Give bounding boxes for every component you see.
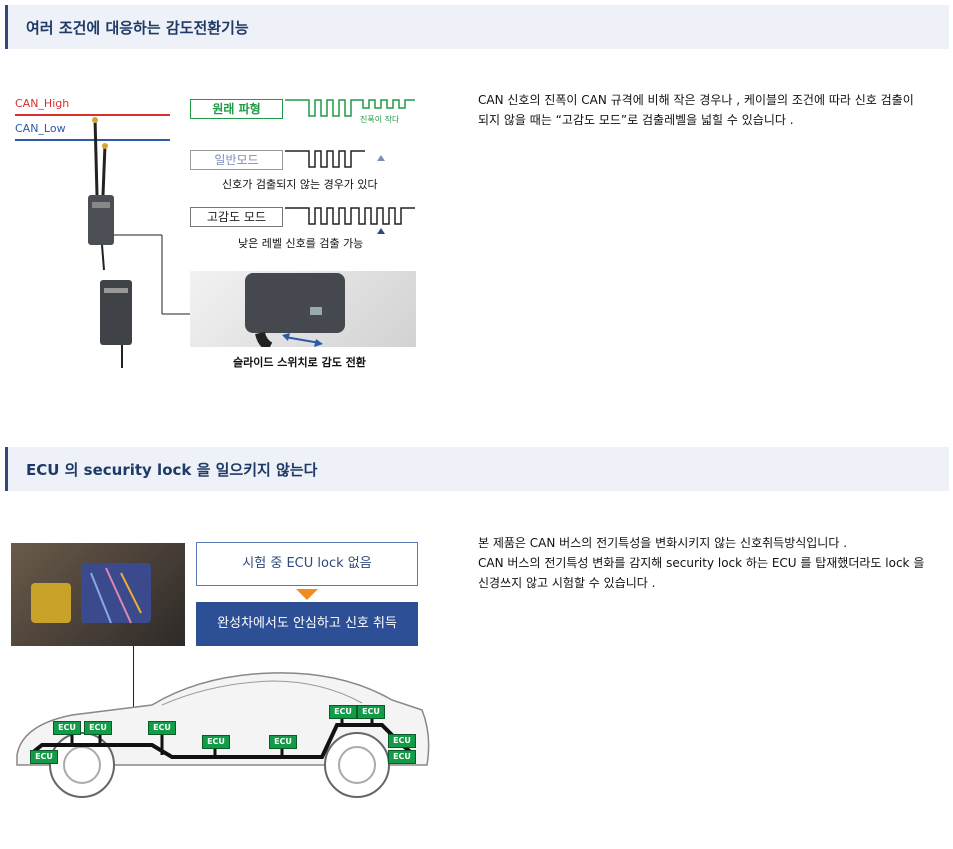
description-line: CAN 버스의 전기특성 변화를 감지해 security lock 하는 EC… bbox=[478, 556, 925, 570]
ecu-module: ECU bbox=[202, 735, 230, 749]
ecu-module: ECU bbox=[357, 705, 385, 719]
ecu-module: ECU bbox=[30, 750, 58, 764]
can-high-line bbox=[15, 114, 170, 116]
can-low-line bbox=[15, 139, 170, 141]
ecu-module: ECU bbox=[388, 734, 416, 748]
probe-device-illustration bbox=[88, 117, 190, 368]
callout-no-lock: 시험 중 ECU lock 없음 bbox=[196, 542, 418, 586]
normal-mode-label: 일반모드 bbox=[190, 150, 283, 170]
callout-safe-acquisition: 완성차에서도 안심하고 신호 취득 bbox=[196, 602, 418, 646]
original-waveform bbox=[285, 99, 415, 117]
high-sensitivity-waveform bbox=[285, 207, 415, 234]
ecu-module: ECU bbox=[269, 735, 297, 749]
ecu-module: ECU bbox=[329, 705, 357, 719]
normal-mode-waveform bbox=[285, 150, 385, 168]
section2-description: 본 제품은 CAN 버스의 전기특성을 변화시키지 않는 신호취득방식입니다 .… bbox=[478, 533, 948, 593]
high-sensitivity-caption: 낮은 레벨 신호를 검출 가능 bbox=[238, 237, 364, 250]
ecu-module: ECU bbox=[84, 721, 112, 735]
ecu-module: ECU bbox=[53, 721, 81, 735]
connector-illustration bbox=[31, 563, 151, 624]
down-arrow-icon bbox=[296, 589, 318, 600]
can-low-label: CAN_Low bbox=[15, 122, 66, 135]
can-high-label: CAN_High bbox=[15, 97, 70, 110]
section-title: ECU 의 security lock 을 일으키지 않는다 bbox=[26, 461, 318, 479]
connector-leader-line bbox=[133, 646, 134, 716]
description-line: 신경쓰지 않고 시험할 수 있습니다 . bbox=[478, 576, 656, 590]
car-illustration bbox=[16, 672, 430, 798]
original-wave-label: 원래 파형 bbox=[190, 99, 283, 119]
description-line: 되지 않을 때는 “고감도 모드”로 검출레벨을 넓힐 수 있습니다 . bbox=[478, 113, 794, 127]
switch-device-illustration bbox=[245, 273, 345, 352]
description-line: CAN 신호의 진폭이 CAN 규격에 비해 작은 경우나 , 케이블의 조건에… bbox=[478, 93, 914, 107]
section-header-sensitivity: 여러 조건에 대응하는 감도전환기능 bbox=[5, 5, 949, 49]
ecu-module: ECU bbox=[148, 721, 176, 735]
section-header-security-lock: ECU 의 security lock 을 일으키지 않는다 bbox=[5, 447, 949, 491]
small-amplitude-note: 진폭이 작다 bbox=[360, 115, 400, 124]
ecu-module: ECU bbox=[388, 750, 416, 764]
normal-mode-caption: 신호가 검출되지 않는 경우가 있다 bbox=[222, 178, 378, 191]
connector-photo bbox=[11, 543, 185, 646]
description-line: 본 제품은 CAN 버스의 전기특성을 변화시키지 않는 신호취득방식입니다 . bbox=[478, 536, 848, 550]
section-title: 여러 조건에 대응하는 감도전환기능 bbox=[26, 19, 249, 37]
slide-switch-caption: 슬라이드 스위치로 감도 전환 bbox=[233, 356, 366, 369]
section1-description: CAN 신호의 진폭이 CAN 규격에 비해 작은 경우나 , 케이블의 조건에… bbox=[478, 90, 948, 130]
high-sensitivity-label: 고감도 모드 bbox=[190, 207, 283, 227]
slide-switch-photo bbox=[190, 271, 416, 352]
